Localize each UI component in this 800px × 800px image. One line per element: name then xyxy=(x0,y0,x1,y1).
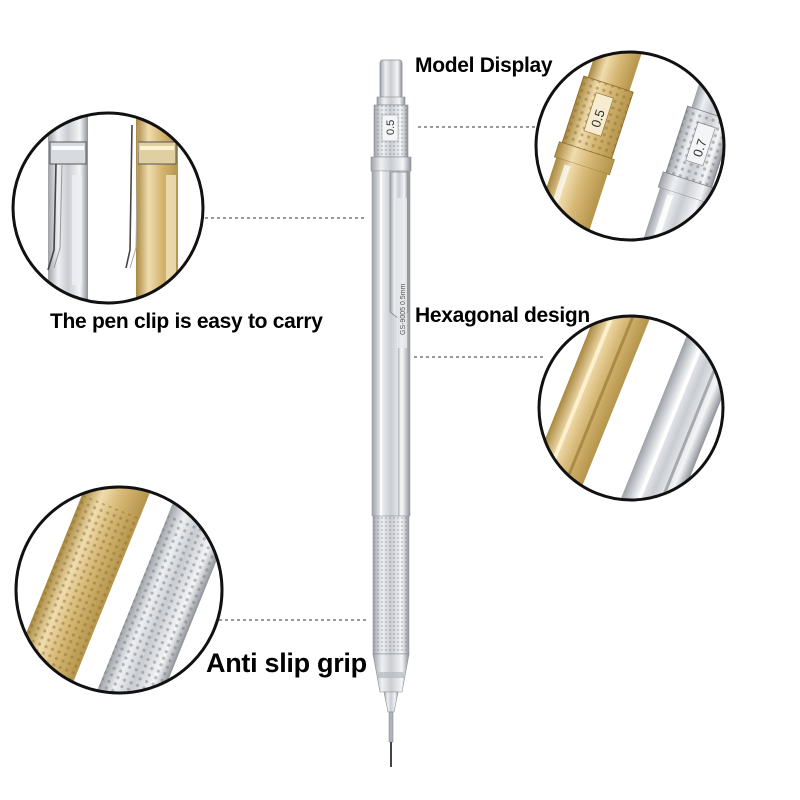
zoom-model-display: 0.5 0.7 xyxy=(534,50,726,242)
pencil-barrel-text: GS-9005 0.5mm xyxy=(400,283,407,335)
pencil-lead xyxy=(390,742,392,767)
zoom-pen-clip xyxy=(11,111,205,305)
pencil-eraser-cap xyxy=(379,59,403,99)
callout-pen-clip: The pen clip is easy to carry xyxy=(50,310,323,333)
callout-anti-slip-grip: Anti slip grip xyxy=(206,648,367,678)
pencil-size-marking: 0.5 xyxy=(385,120,397,135)
callout-model-display: Model Display xyxy=(415,54,553,77)
zoom-gold-size: 0.5 xyxy=(588,107,608,129)
connector-lines xyxy=(205,126,546,621)
zoom-anti-slip-grip xyxy=(14,485,224,695)
zoom-silver-size: 0.7 xyxy=(690,137,710,159)
callout-hexagonal: Hexagonal design xyxy=(415,304,590,327)
pencil-tip xyxy=(383,691,399,713)
mechanical-pencil: 0.5 GS-9005 0.5mm xyxy=(370,59,412,767)
